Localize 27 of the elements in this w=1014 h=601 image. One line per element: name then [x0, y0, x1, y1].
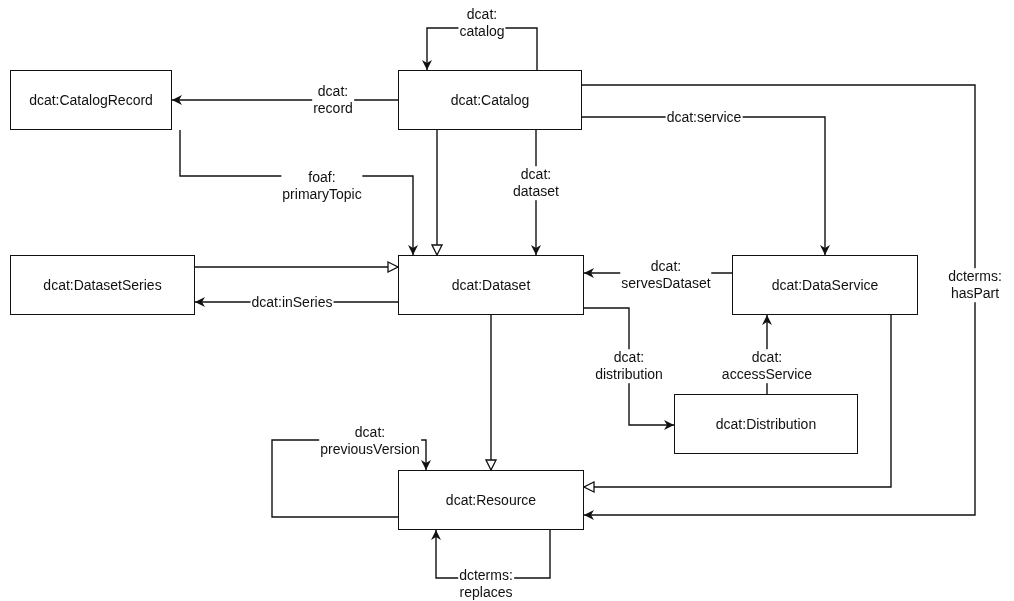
arrow [583, 314, 892, 493]
class-name: dcat:DatasetSeries [43, 277, 162, 293]
class-name: dcat:Dataset [451, 277, 531, 293]
class-name: dcat:Distribution [715, 416, 817, 432]
class-box [398, 70, 582, 130]
arrow [431, 129, 443, 256]
edge-label: dcat: dataset [512, 166, 560, 200]
arrow [485, 314, 497, 471]
class-name: dcat:Catalog [450, 92, 530, 108]
class-box [732, 255, 918, 315]
edge-label: dcat: catalog [458, 6, 506, 40]
edge-label: dcat: previousVersion [319, 424, 421, 458]
arrow [581, 84, 976, 520]
edge-label: dcterms: hasPart [947, 268, 1003, 302]
class-name: dcat:Resource [445, 492, 537, 508]
class-box [10, 70, 172, 130]
class-box [674, 394, 858, 454]
edge-label: foaf: primaryTopic [281, 169, 363, 203]
class-box [10, 255, 195, 315]
class-name: dcat:DataService [771, 277, 879, 293]
edge-label: dcat: distribution [594, 349, 664, 383]
class-box [398, 470, 584, 530]
edge-label: dcat: accessService [720, 349, 814, 383]
arrow [194, 261, 399, 273]
edge-label: dcterms: replaces [458, 567, 514, 601]
class-box [398, 255, 584, 315]
class-name: dcat:CatalogRecord [29, 92, 153, 108]
